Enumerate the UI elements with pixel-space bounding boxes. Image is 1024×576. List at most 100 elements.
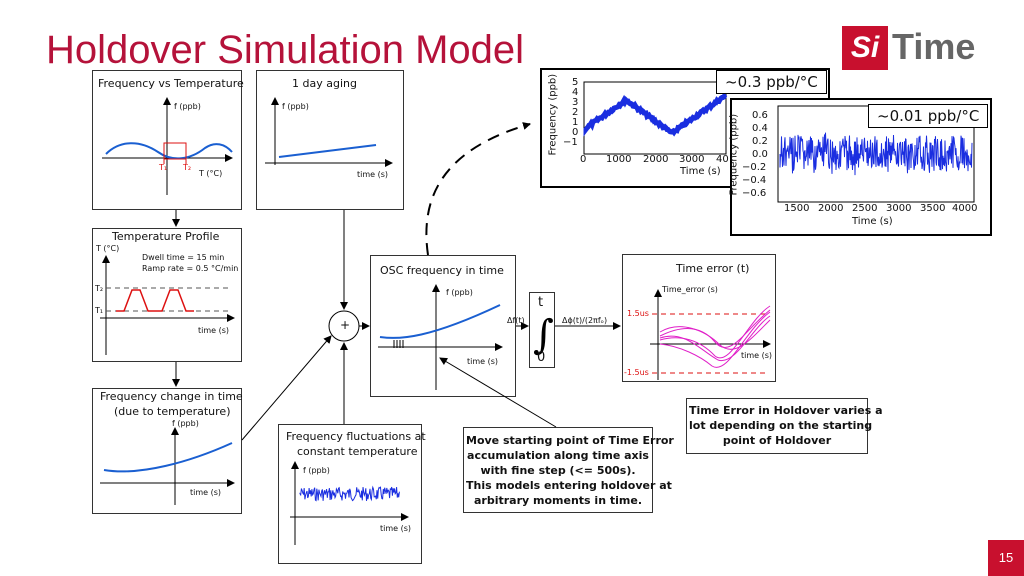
osc-axes xyxy=(378,284,503,390)
osc-step-ticks xyxy=(393,340,404,348)
callout-holdover: Time Error in Holdover varies a lot depe… xyxy=(689,403,883,448)
plot-a-ytick: 3 xyxy=(572,97,579,108)
fl-title-line1: Frequency fluctuations at xyxy=(286,430,426,443)
integrator-lower-limit: 0 xyxy=(537,350,546,365)
plot-a xyxy=(583,81,728,155)
page-number: 15 xyxy=(988,540,1024,576)
plot-b-xtick: 2500 xyxy=(852,203,878,214)
callout-ho-line2: lot depending on the starting xyxy=(689,419,873,432)
plot-b-xlabel: Time (s) xyxy=(852,216,893,227)
osc-title: OSC frequency in time xyxy=(380,264,504,277)
fl-ylabel: f (ppb) xyxy=(303,466,330,475)
osc-ylabel: f (ppb) xyxy=(446,288,473,297)
plot-a-ytick: 4 xyxy=(572,87,579,98)
fvt-ylabel: f (ppb) xyxy=(174,102,201,111)
plot-b-ytick: −0.4 xyxy=(742,175,767,186)
plot-a-ytick: −1 xyxy=(563,137,578,148)
aging-line xyxy=(278,144,377,158)
panel-temp-profile xyxy=(92,228,242,362)
fc-axes xyxy=(100,427,235,505)
tp-ramp: Ramp rate = 0.5 °C/min xyxy=(142,264,239,273)
fvt-axes xyxy=(102,97,233,195)
plot-b-xtick: 1500 xyxy=(784,203,810,214)
aging-title: 1 day aging xyxy=(292,77,357,90)
tp-ylabel: T (°C) xyxy=(96,244,120,253)
te-xlabel: time (s) xyxy=(741,351,773,360)
plot-a-xtick: 3000 xyxy=(679,154,705,165)
tp-title: Temperature Profile xyxy=(112,230,220,243)
plot-b-xtick: 2000 xyxy=(818,203,844,214)
callout-ho-line3: point of Holdover xyxy=(722,434,832,447)
tp-dwell: Dwell time = 15 min xyxy=(142,253,225,262)
fl-noise xyxy=(299,485,400,502)
fvt-curve xyxy=(105,142,233,160)
plot-b-xtick: 3000 xyxy=(886,203,912,214)
aging-xlabel: time (s) xyxy=(357,170,389,179)
plot-b-xtick: 3500 xyxy=(920,203,946,214)
logo-wordmark: Time xyxy=(892,26,976,67)
fc-title-line2: (due to temperature) xyxy=(114,405,231,418)
te-pos-label: 1.5us xyxy=(627,309,649,318)
panel-integrator xyxy=(529,292,555,368)
plot-a-ytick: 5 xyxy=(572,77,579,88)
fvt-xlabel: T (°C) xyxy=(199,169,223,178)
plot-a-xtick: 0 xyxy=(580,154,587,165)
fl-axes xyxy=(290,461,409,545)
panel-time-error xyxy=(622,254,776,382)
plot-a-xtick: 1000 xyxy=(606,154,632,165)
fvt-highlight-box xyxy=(163,142,187,160)
integral-sign: ∫ xyxy=(533,312,554,358)
plot-a-ytick: 2 xyxy=(572,107,579,118)
panel-aging xyxy=(256,70,404,210)
integrator-input-label: Δf(t) xyxy=(507,316,525,325)
plot-a-xtick: 40 xyxy=(716,154,729,165)
fc-curve xyxy=(103,442,233,473)
fvt-t1-label: T₁ xyxy=(159,163,168,172)
osc-xlabel: time (s) xyxy=(467,357,499,366)
tp-t2-label: T₂ xyxy=(95,284,104,293)
fvt-t2-label: T₂ xyxy=(183,163,192,172)
plot-b-ytick: 0.4 xyxy=(752,123,768,134)
plot-b-xtick: 4000 xyxy=(952,203,978,214)
sitime-logo: Si Time xyxy=(842,22,992,78)
plot-b-ytick: 0.6 xyxy=(752,110,768,121)
callout-ho-line1: Time Error in Holdover varies a xyxy=(689,404,883,417)
fvt-title: Frequency vs Temperature xyxy=(98,77,244,90)
plot-b-series xyxy=(779,132,973,176)
te-title: Time error (t) xyxy=(676,262,750,275)
plot-a-xlabel: Time (s) xyxy=(680,166,721,177)
callout-starting-point: Move starting point of Time Error accumu… xyxy=(466,433,674,508)
fc-ylabel: f (ppb) xyxy=(172,419,199,428)
integrator-upper-limit: t xyxy=(538,295,544,310)
tp-axes xyxy=(100,255,235,355)
page-title: Holdover Simulation Model xyxy=(46,28,525,72)
fc-xlabel: time (s) xyxy=(190,488,222,497)
callout-starting-point-box xyxy=(463,427,653,513)
plot-a-xtick: 2000 xyxy=(643,154,669,165)
osc-curve xyxy=(379,304,501,339)
tp-t1-label: T₁ xyxy=(95,306,104,315)
callout-holdover-box xyxy=(686,398,868,454)
connectors xyxy=(172,210,621,441)
tp-profile xyxy=(116,289,194,312)
plot-a-series xyxy=(583,92,728,137)
callout-sp-line3: with fine step (<= 500s). xyxy=(480,464,636,477)
aging-axes xyxy=(265,97,393,167)
panel-osc xyxy=(370,255,516,397)
panel-fluctuations xyxy=(278,424,422,564)
integrator-output-label: Δϕ(t)/(2πfₒ) xyxy=(562,316,608,325)
sum-symbol: + xyxy=(340,318,351,332)
tp-xlabel: time (s) xyxy=(198,326,230,335)
tag-0p3-ppb: ~0.3 ppb/°C xyxy=(716,70,827,94)
logo-si-mark: Si xyxy=(842,26,888,70)
callout-sp-line5: arbitrary moments in time. xyxy=(474,494,642,507)
plot-a-ytick: 0 xyxy=(572,127,579,138)
tag-0p01-ppb: ~0.01 ppb/°C xyxy=(868,104,989,128)
plot-b-ytick: 0.2 xyxy=(752,136,768,147)
plot-b-ylabel: Frequency (ppb) xyxy=(728,113,740,196)
plot-a-ytick: 1 xyxy=(572,117,579,128)
plot-b-ytick: 0.0 xyxy=(752,149,768,160)
plot-a-ylabel: Frequency (ppb) xyxy=(547,73,559,156)
callout-sp-line4: This models entering holdover at xyxy=(466,479,672,492)
